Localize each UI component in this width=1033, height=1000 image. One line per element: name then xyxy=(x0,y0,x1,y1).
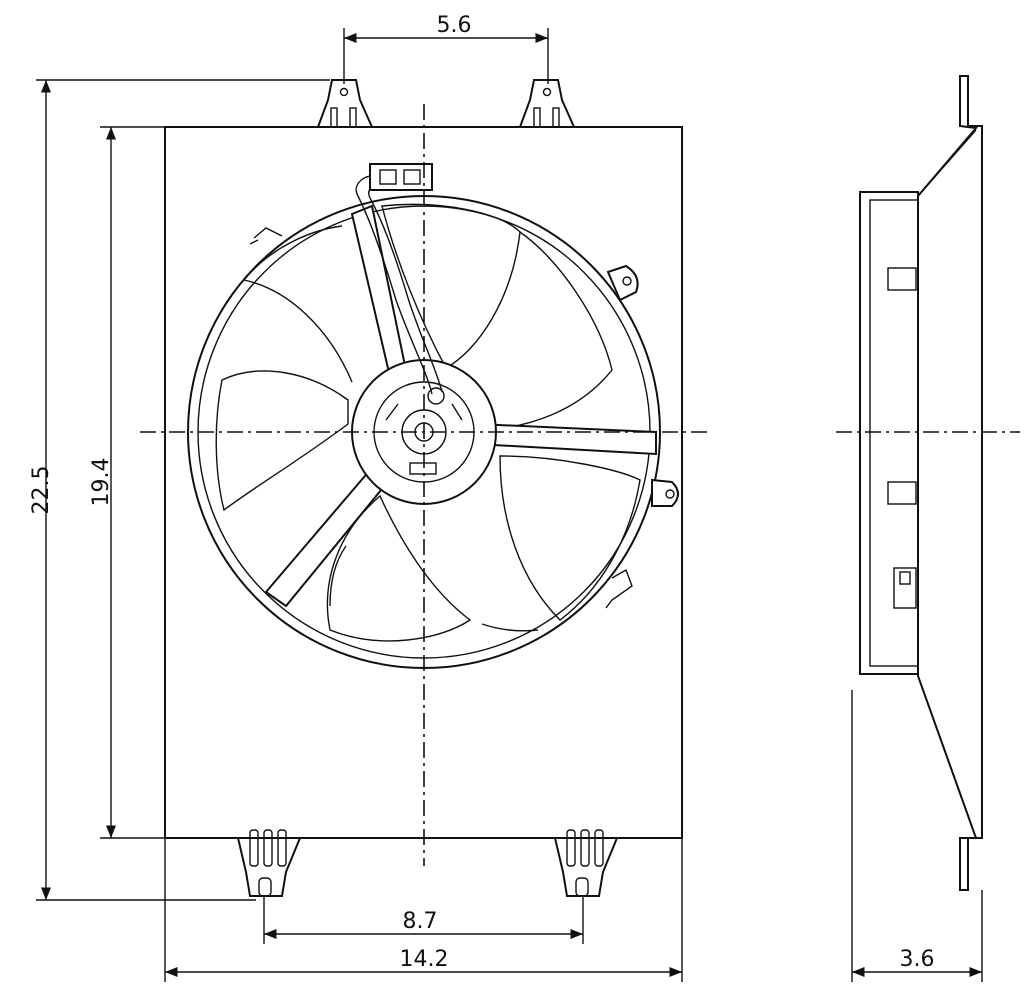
dim-label-depth: 3.6 xyxy=(900,947,935,972)
side-connector xyxy=(893,567,917,609)
dimension-overall-width: 14.2 xyxy=(164,838,683,982)
dimension-top-tab-spacing: 5.6 xyxy=(343,13,549,84)
top-mounting-tab-left xyxy=(316,79,374,128)
dim-label-shroud-height: 19.4 xyxy=(89,458,114,507)
wire-connector xyxy=(369,163,433,191)
ring-clip-right xyxy=(605,568,633,609)
dimension-shroud-height: 19.4 xyxy=(89,126,165,839)
dimension-overall-height: 22.5 xyxy=(29,79,330,901)
bottom-mounting-tab-right xyxy=(553,829,619,897)
ring-clip-left xyxy=(249,227,283,245)
side-clip-lower xyxy=(887,481,917,505)
dimension-depth: 3.6 xyxy=(851,690,983,982)
side-motor-body xyxy=(859,191,919,675)
dim-label-top-tab-spacing: 5.6 xyxy=(437,13,472,38)
side-view xyxy=(836,75,1020,891)
dimension-bottom-tab-spacing: 8.7 xyxy=(263,896,584,944)
ring-lug-right-lower xyxy=(651,478,679,507)
dim-label-overall-width: 14.2 xyxy=(400,947,449,972)
dim-label-overall-height: 22.5 xyxy=(29,466,54,515)
side-clip-upper xyxy=(887,267,917,291)
dim-label-bottom-tab-spacing: 8.7 xyxy=(403,909,438,934)
front-view xyxy=(140,79,712,897)
fan-blades xyxy=(215,203,641,642)
bottom-mounting-tab-left xyxy=(236,829,302,897)
wire-harness xyxy=(355,163,443,395)
top-mounting-tab-right xyxy=(518,79,576,128)
ring-lug-right-upper xyxy=(606,264,639,302)
side-profile-outline xyxy=(917,75,983,891)
